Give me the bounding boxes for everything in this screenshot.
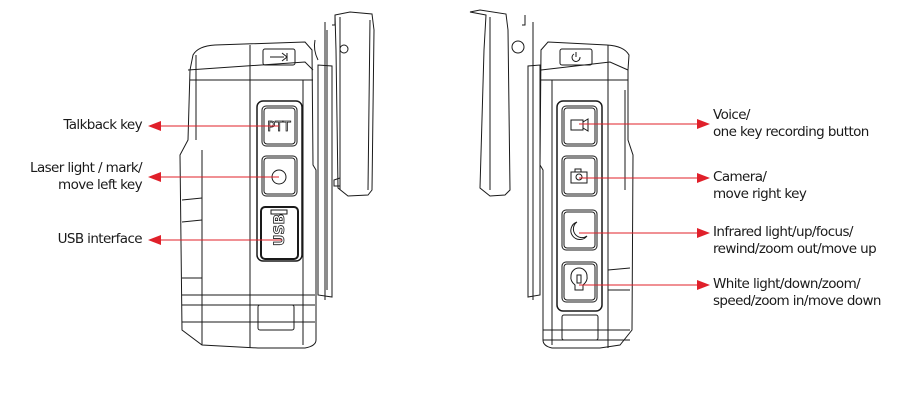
label-laser-light: Laser light / mark/ move left key — [30, 160, 143, 193]
ptt-button-text: PTT — [267, 120, 291, 135]
usb-port-text: USB — [272, 214, 288, 246]
label-white-light: White light/down/zoom/ speed/zoom in/mov… — [713, 276, 881, 309]
callout-lines — [148, 119, 710, 290]
label-voice-recording: Voice/ one key recording button — [713, 107, 869, 140]
label-infrared-light: Infrared light/up/focus/ rewind/zoom out… — [713, 224, 877, 257]
left-side-device — [179, 11, 375, 349]
label-camera: Camera/ move right key — [713, 169, 807, 202]
right-side-device — [469, 9, 634, 349]
label-talkback-key: Talkback key — [63, 117, 142, 133]
label-usb-interface: USB interface — [57, 231, 143, 247]
